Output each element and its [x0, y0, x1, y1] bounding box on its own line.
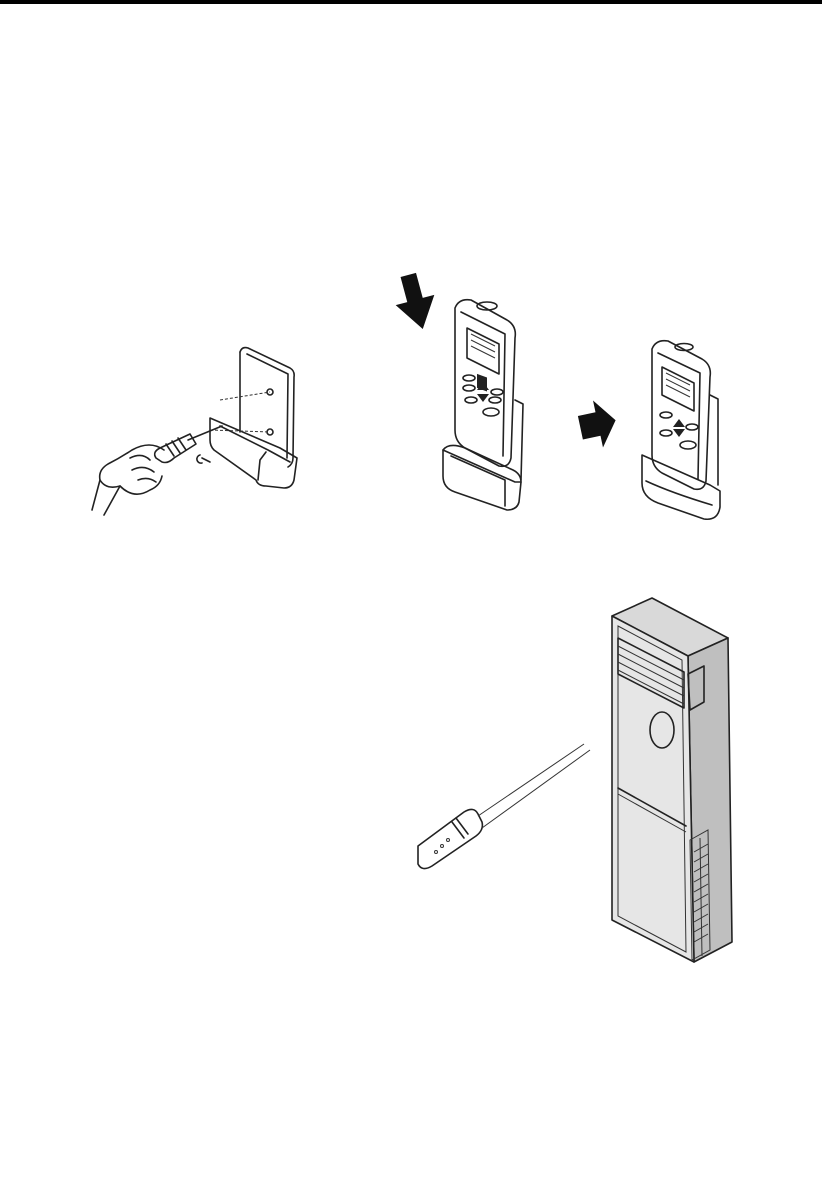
- holder-bracket-icon: [197, 348, 297, 489]
- figure-remote-in-holder: [632, 335, 742, 535]
- remote-control-icon: [455, 300, 515, 467]
- air-conditioner-unit-icon: [612, 598, 732, 962]
- remote-control-icon: [652, 341, 710, 490]
- remote-control-icon: [418, 809, 482, 868]
- right-arrow-icon: [575, 397, 620, 451]
- figure-aim-remote: [412, 590, 742, 970]
- page-top-rule: [0, 0, 822, 4]
- down-arrow-icon: [389, 270, 442, 334]
- figure-mount-holder: [90, 340, 310, 520]
- signal-beam-icon: [478, 744, 590, 828]
- right-arrow: [578, 400, 618, 448]
- hand-icon: [92, 445, 164, 515]
- screwdriver-icon: [155, 426, 222, 463]
- figure-insert-remote: [395, 270, 535, 520]
